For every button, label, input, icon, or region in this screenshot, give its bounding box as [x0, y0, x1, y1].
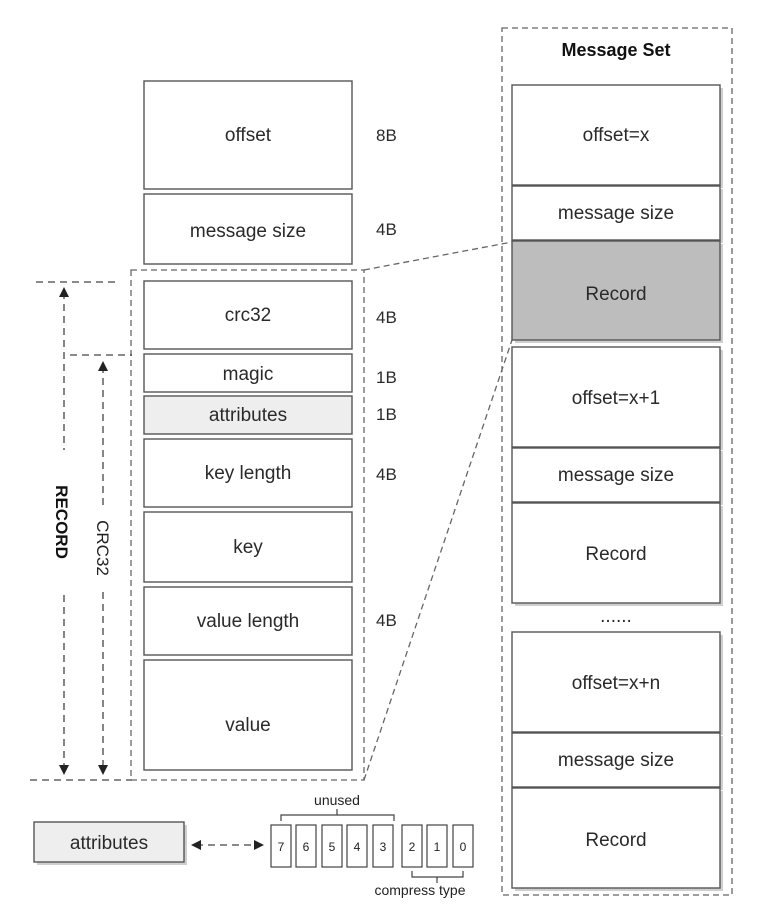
message-set-record-highlighted: Record: [511, 240, 721, 341]
message-size-field-label: message size: [190, 221, 306, 242]
message-set-message-size-1: message size: [511, 185, 721, 241]
magic-field-size: 1B: [376, 368, 397, 387]
value-length-field-size: 4B: [376, 611, 397, 630]
key-length-field: key length: [143, 438, 353, 508]
record-group-outline: [130, 269, 365, 781]
zoom-line-bottom: [363, 339, 513, 781]
crc-bracket-label: CRC32: [93, 520, 112, 576]
value-field-label: value: [225, 715, 270, 736]
message-set-record-3-label: Record: [585, 830, 646, 851]
magic-field: magic: [143, 353, 353, 393]
attributes-detail-box: attributes: [33, 821, 185, 863]
message-set-message-size-2: message size: [511, 447, 721, 503]
value-length-field-label: value length: [197, 611, 299, 632]
attribute-bits: 7 6 5 4 3 2 1 0: [270, 824, 474, 868]
message-set-offset-x1: offset=x+1: [511, 346, 721, 448]
message-size-field: message size: [143, 193, 353, 265]
bit-3: 3: [380, 840, 387, 854]
attributes-field-label: attributes: [209, 405, 287, 426]
compress-type-label: compress type: [374, 882, 465, 898]
message-set-offset-x1-label: offset=x+1: [572, 388, 660, 409]
magic-field-label: magic: [223, 364, 274, 385]
key-field: key: [143, 511, 353, 583]
message-set-offset-xn-label: offset=x+n: [572, 673, 660, 694]
crc32-field-label: crc32: [225, 305, 271, 326]
bit-4: 4: [354, 840, 361, 854]
bit-5: 5: [329, 840, 336, 854]
message-set-message-size-3: message size: [511, 732, 721, 788]
crc32-field: crc32: [143, 280, 353, 350]
bit-1: 1: [434, 840, 441, 854]
message-set-offset-xn: offset=x+n: [511, 631, 721, 733]
offset-field-label: offset: [225, 125, 272, 146]
message-set-offset-x: offset=x: [511, 84, 721, 186]
unused-label: unused: [314, 792, 360, 808]
message-size-field-size: 4B: [376, 220, 397, 239]
offset-field: offset: [143, 80, 353, 190]
message-set-offset-x-label: offset=x: [583, 125, 650, 146]
key-length-field-size: 4B: [376, 465, 397, 484]
value-length-field: value length: [143, 586, 353, 656]
unused-brace: [280, 809, 395, 821]
message-set-message-size-1-label: message size: [558, 203, 674, 224]
key-length-field-label: key length: [205, 463, 292, 484]
crc32-field-size: 4B: [376, 308, 397, 327]
attributes-field: attributes: [143, 395, 353, 435]
offset-field-size: 8B: [376, 126, 397, 145]
bit-0: 0: [460, 840, 467, 854]
message-set-ellipsis: ......: [600, 606, 632, 627]
bit-2: 2: [409, 840, 416, 854]
bit-6: 6: [303, 840, 310, 854]
message-set-title: Message Set: [561, 40, 670, 60]
key-field-label: key: [233, 537, 263, 558]
message-set-record-3: Record: [511, 787, 721, 889]
message-set-message-size-2-label: message size: [558, 465, 674, 486]
value-field: value: [143, 659, 353, 771]
message-set-outline: [501, 27, 733, 896]
attributes-detail-label: attributes: [70, 833, 148, 854]
bit-7: 7: [278, 840, 285, 854]
message-set-record-highlighted-label: Record: [585, 284, 646, 305]
message-set-record-2: Record: [511, 502, 721, 604]
attributes-field-size: 1B: [376, 405, 397, 424]
zoom-line-top: [363, 241, 513, 271]
compress-type-brace: [411, 871, 464, 883]
message-set-message-size-3-label: message size: [558, 750, 674, 771]
record-bracket-label: RECORD: [52, 485, 71, 559]
message-set-record-2-label: Record: [585, 544, 646, 565]
